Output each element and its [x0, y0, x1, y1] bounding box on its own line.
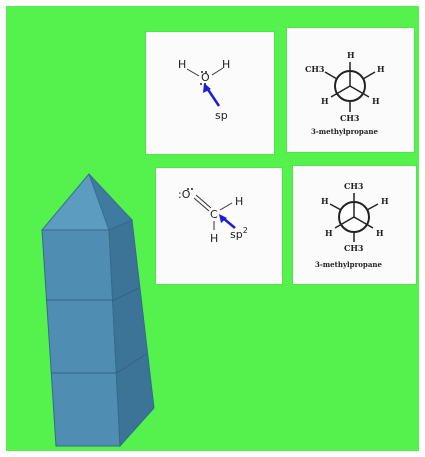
label-left-bottom: H: [321, 96, 329, 106]
front-bond: [349, 85, 370, 98]
double-bond: [195, 194, 212, 209]
atom-h-bottom: H: [210, 232, 218, 245]
formaldehyde-drawing: :O C H H sp2: [178, 188, 248, 245]
hybrid-arrow-head: [219, 214, 227, 223]
atom-o: O: [201, 71, 210, 84]
green-scene: H O H sp: [6, 6, 419, 451]
label-right-top: H: [377, 64, 385, 74]
water-molecule-drawing: H O H sp: [178, 58, 230, 122]
atom-c: C: [210, 208, 218, 221]
bond-c-h-top: [219, 202, 233, 211]
front-bond: [330, 85, 351, 98]
card-newman-top[interactable]: H CH3 H H H CH3 3-methylpropane: [287, 28, 414, 152]
back-bond: [324, 71, 338, 80]
atom-h-left: H: [178, 58, 186, 71]
label-right-bottom: H: [372, 96, 380, 106]
prism-object[interactable]: [6, 6, 206, 451]
atom-h-top: H: [235, 195, 243, 208]
bond-o-h-left: [186, 68, 200, 77]
atom-o: :O: [178, 188, 191, 201]
lone-pair-dot: [191, 188, 193, 190]
front-bond: [334, 216, 355, 229]
prism-segment-line: [113, 287, 140, 301]
hybrid-arrow-shaft: [222, 217, 236, 229]
back-bond: [329, 203, 342, 211]
newman-projection-drawing: CH3 H H H H CH3 3-methylpropane: [315, 181, 389, 269]
card-formaldehyde[interactable]: :O C H H sp2: [156, 168, 282, 284]
label-left: CH3: [305, 64, 325, 74]
prism-segment-line: [116, 353, 147, 374]
atom-h-right: H: [222, 58, 230, 71]
label-top: H: [347, 50, 355, 60]
lone-pair-dot: [201, 71, 203, 73]
label-bottom: CH3: [344, 243, 364, 253]
back-bond: [362, 71, 376, 80]
label-bottom: CH3: [340, 113, 360, 123]
hybrid-arrow-shaft: [205, 87, 221, 107]
bond-o-h-right: [211, 67, 224, 76]
label-top: CH3: [344, 181, 364, 191]
back-bond: [366, 203, 379, 211]
lone-pair-dot: [205, 71, 207, 73]
card-newman-bottom[interactable]: CH3 H H H H CH3 3-methylpropane: [293, 166, 416, 284]
newman-caption: 3-methylpropane: [311, 127, 378, 136]
hybrid-label: sp: [215, 109, 228, 122]
hybrid-label: sp2: [230, 226, 248, 241]
lone-pair-dot: [187, 188, 189, 190]
label-left-top: H: [321, 196, 329, 206]
card-water-molecule[interactable]: H O H sp: [146, 32, 274, 154]
prism-front-face: [41, 229, 121, 447]
label-right-top: H: [381, 196, 389, 206]
newman-projection-drawing: H CH3 H H H CH3 3-methylpropane: [305, 50, 385, 136]
front-bond: [353, 216, 374, 229]
label-left-bottom: H: [325, 228, 333, 238]
label-right-bottom: H: [376, 228, 384, 238]
lone-pair-dot: [200, 83, 202, 85]
hybrid-arrow-head: [203, 83, 211, 93]
prism-side-face: [108, 219, 155, 448]
newman-caption: 3-methylpropane: [315, 260, 382, 269]
double-bond: [193, 197, 210, 212]
